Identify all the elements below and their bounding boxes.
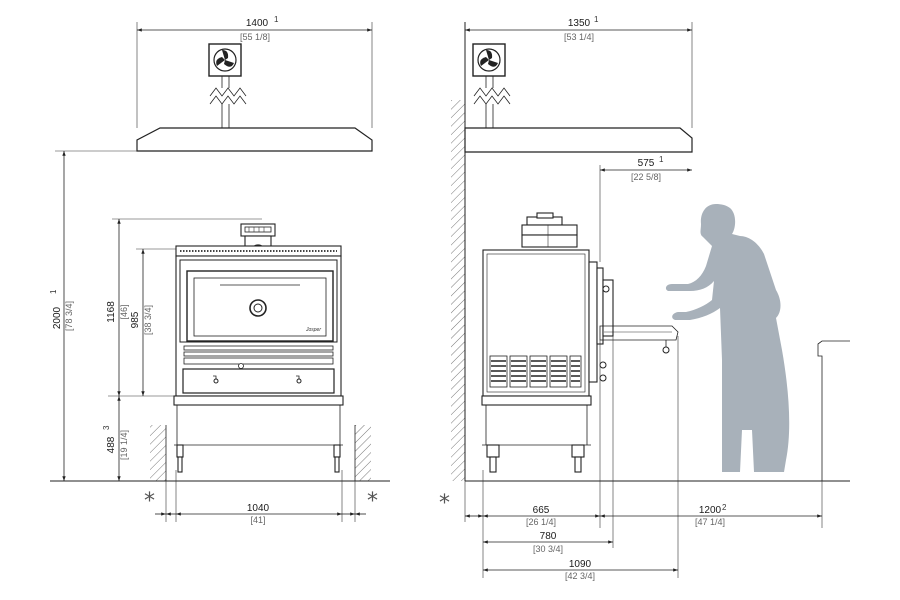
side-clearance-sup: 2 <box>722 503 727 512</box>
front-height-base-sup: 3 <box>102 425 111 430</box>
side-depth-handle-inch: [30 3/4] <box>533 544 563 554</box>
front-height-base-inch: [19 1/4] <box>119 430 129 460</box>
side-width-top-sup: 1 <box>594 15 599 24</box>
side-overhang-sup: 1 <box>659 155 664 164</box>
oven-stand-front <box>173 395 344 473</box>
charcoal-oven-side <box>482 212 679 397</box>
side-depth-open-inch: [42 3/4] <box>565 571 595 581</box>
front-width-unit-label: 1040 <box>247 503 270 514</box>
front-width-unit-inch: [41] <box>250 515 265 525</box>
front-width-top-sup: 1 <box>274 15 279 24</box>
side-view: 1350 1 [53 1/4] 575 1 [22 5/8] <box>439 15 850 581</box>
side-depth-open-label: 1090 <box>569 559 592 570</box>
side-clearance-label: 1200 <box>699 505 722 516</box>
front-height-total-label: 2000 <box>52 306 63 329</box>
side-width-top-inch: [53 1/4] <box>564 32 594 42</box>
extraction-hood-side <box>464 127 693 153</box>
extractor-fan-icon <box>208 43 242 77</box>
front-width-top-inch: [55 1/8] <box>240 32 270 42</box>
front-clearance-star-right: * <box>367 489 378 514</box>
front-view: 1400 1 [55 1/8] 2000 1 [78 3/4] <box>49 15 390 525</box>
brand-label: Josper <box>305 327 321 333</box>
extraction-hood <box>136 127 373 152</box>
right-wall-hatch <box>355 425 371 481</box>
front-height-base-label: 488 <box>106 436 117 453</box>
side-width-top-label: 1350 <box>568 18 591 29</box>
front-height-oven-inch: [38 3/4] <box>143 305 153 335</box>
chef-silhouette <box>665 204 790 472</box>
back-wall-hatch <box>451 100 465 481</box>
extractor-fan-icon-side <box>472 43 506 77</box>
side-depth-handle-label: 780 <box>540 531 557 542</box>
front-height-oven-label: 985 <box>130 311 141 328</box>
side-clearance-inch: [47 1/4] <box>695 517 725 527</box>
oven-stand-side <box>481 395 592 473</box>
side-clearance-star: * <box>439 491 450 516</box>
side-depth-body-inch: [26 1/4] <box>526 517 556 527</box>
side-depth-body-label: 665 <box>533 505 550 516</box>
charcoal-oven-front: Josper <box>175 223 342 397</box>
front-width-top-label: 1400 <box>246 18 269 29</box>
front-height-unit-inch: [46] <box>119 304 129 319</box>
counter-outline <box>817 340 850 481</box>
front-height-total-inch: [78 3/4] <box>64 301 74 331</box>
exhaust-duct-side <box>473 76 511 128</box>
front-clearance-star-left: * <box>144 489 155 514</box>
side-overhang-label: 575 <box>638 158 655 169</box>
exhaust-duct <box>209 76 247 128</box>
side-overhang-inch: [22 5/8] <box>631 172 661 182</box>
left-wall-hatch <box>150 425 166 481</box>
front-height-unit-label: 1168 <box>106 301 117 323</box>
front-height-total-sup: 1 <box>49 289 58 294</box>
